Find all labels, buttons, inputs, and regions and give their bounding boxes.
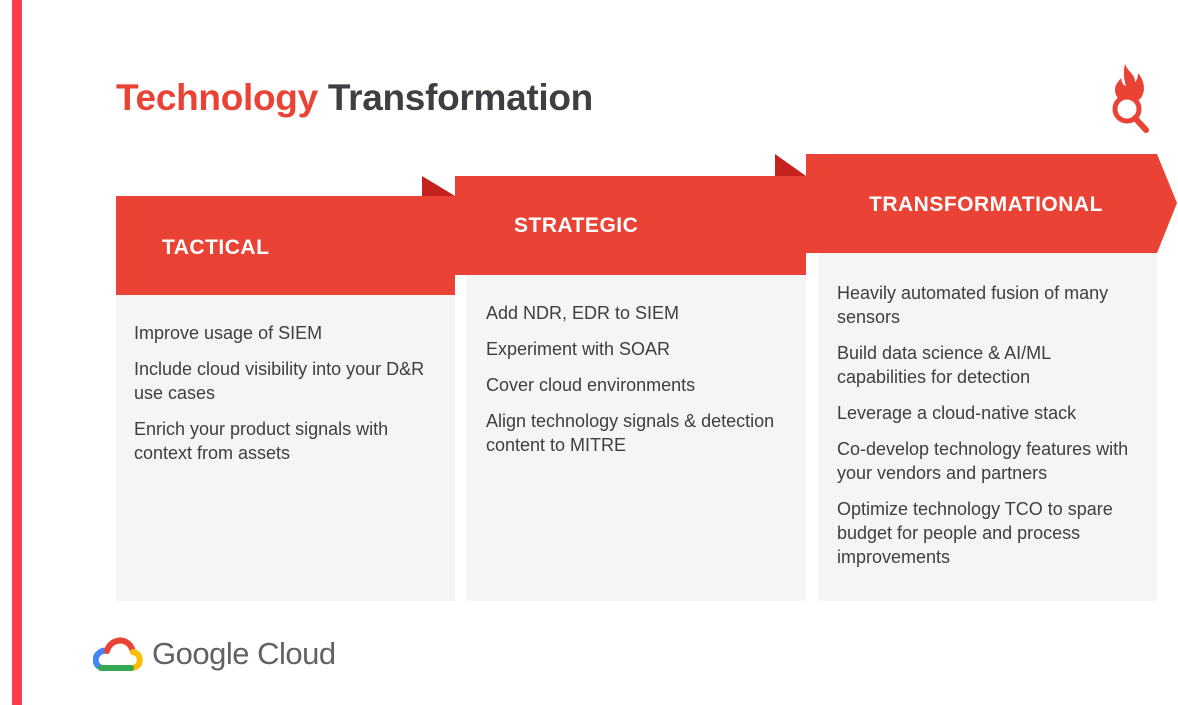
transformational-banner [806, 154, 1157, 253]
google-cloud-logo-icon [93, 637, 143, 671]
tactical-banner [116, 196, 455, 295]
list-item: Align technology signals & detection con… [486, 411, 775, 455]
list-item: Add NDR, EDR to SIEM [486, 303, 680, 323]
title-rest: Transformation [327, 77, 593, 118]
list-item: Leverage a cloud-native stack [837, 403, 1077, 423]
strategic-panel [466, 275, 806, 601]
list-item: Optimize technology TCO to spare budget … [837, 499, 1113, 567]
slide-title: Technology Transformation [116, 74, 593, 122]
list-item: Cover cloud environments [486, 375, 696, 395]
strategic-list: Add NDR, EDR to SIEM Experiment with SOA… [486, 301, 796, 469]
transformational-panel [818, 253, 1157, 601]
list-item: Co-develop technology features with your… [837, 439, 1129, 483]
transformational-list: Heavily automated fusion of many sensors… [837, 281, 1143, 581]
list-item: Experiment with SOAR [486, 339, 671, 359]
tactical-list: Improve usage of SIEM Include cloud visi… [134, 321, 444, 477]
tactical-panel [116, 295, 455, 601]
list-item: Include cloud visibility into your D&R u… [134, 359, 425, 403]
list-item: Enrich your product signals with context… [134, 419, 389, 463]
flame-magnifier-icon [1112, 64, 1149, 133]
stage-label-transformational: TRANSFORMATIONAL [869, 193, 1103, 216]
list-item: Improve usage of SIEM [134, 323, 323, 343]
list-item: Heavily automated fusion of many sensors [837, 283, 1109, 327]
list-item: Build data science & AI/ML capabilities … [837, 343, 1051, 387]
banner-fold [775, 154, 806, 176]
stage-label-tactical: TACTICAL [162, 236, 270, 259]
arrow-head [1157, 154, 1177, 253]
accent-side-bar [12, 0, 22, 705]
stage-label-strategic: STRATEGIC [514, 214, 639, 237]
google-cloud-wordmark: Google Cloud [152, 636, 336, 671]
title-highlight: Technology [116, 77, 318, 118]
strategic-banner [455, 176, 806, 275]
banner-fold [422, 176, 455, 196]
